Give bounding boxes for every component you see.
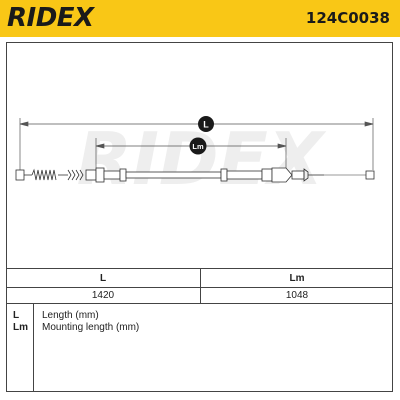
dimension-L-label: L bbox=[203, 120, 209, 130]
part-number: 124C0038 bbox=[305, 9, 390, 27]
table-header-row: L Lm bbox=[6, 268, 393, 288]
table-value-L: 1420 bbox=[91, 289, 115, 301]
header-bar: RIDEX 124C0038 bbox=[0, 0, 400, 37]
legend: L Lm Length (mm) Mounting length (mm) bbox=[6, 304, 393, 392]
cable bbox=[15, 167, 375, 183]
drawing-frame bbox=[6, 42, 393, 392]
table-header-Lm: Lm bbox=[200, 269, 393, 287]
legend-key-L: L bbox=[13, 310, 20, 321]
brand-logo: RIDEX bbox=[7, 3, 94, 33]
legend-desc-Lm: Mounting length (mm) bbox=[42, 322, 140, 333]
watermark-logo: RIDEX bbox=[77, 117, 327, 201]
legend-key-Lm: Lm bbox=[13, 322, 28, 333]
table-header-L: L bbox=[99, 272, 107, 284]
dimension-Lm-badge bbox=[189, 137, 207, 155]
dimension-Lm-label: Lm bbox=[192, 142, 204, 151]
legend-desc-L: Length (mm) bbox=[42, 310, 99, 321]
dimension-L-badge bbox=[198, 116, 214, 132]
dimension-L bbox=[19, 118, 374, 170]
table-value-Lm: 1048 bbox=[200, 287, 393, 303]
table-value-row: 1420 1048 bbox=[6, 287, 393, 304]
legend-keys: L Lm bbox=[6, 304, 34, 392]
cable-drawing: RIDEX L Lm bbox=[15, 116, 375, 201]
